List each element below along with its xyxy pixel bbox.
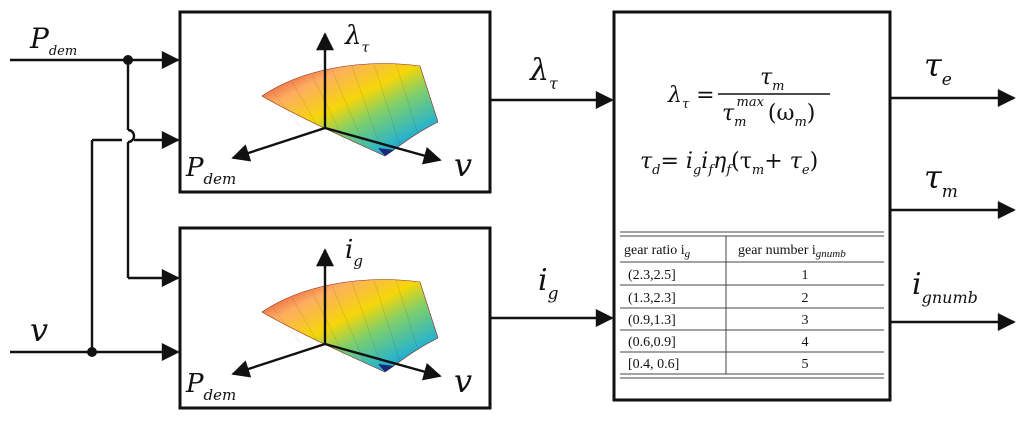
gear-ratio-cell: (1.3,2.3]: [628, 291, 676, 306]
powertrain-block: λτ = τm τmmax(ωm) τd= igifηf(τm+ τe) gea…: [612, 10, 892, 402]
lambda-map-v-label: v: [454, 146, 472, 184]
i-gnumb-output-label: ignumb: [912, 267, 978, 307]
ig-map-block: ig Pdem v: [178, 226, 492, 410]
tau-e-output-label: τe: [924, 46, 952, 90]
lambda-signal-label: λτ: [529, 53, 559, 93]
tau-m-output-label: τm: [924, 158, 958, 202]
gear-number-cell: 5: [802, 357, 809, 372]
gear-number-cell: 1: [802, 268, 809, 283]
lambda-map-pdem-label: Pdem: [185, 153, 236, 188]
lambda-axis-label: λτ: [344, 21, 369, 56]
ig-map-pdem-label: Pdem: [185, 369, 236, 404]
lambda-surface-plot: [231, 32, 442, 165]
input-wires: [10, 51, 180, 361]
gear-ratio-header: gear ratio ig: [624, 243, 691, 260]
gear-ratio-cell: (2.3,2.5]: [628, 268, 676, 283]
lambda-map-block: λτ Pdem v: [178, 10, 492, 194]
intermediate-signals: λτ ig: [490, 53, 614, 327]
gear-table: gear ratio ig gear number ignumb (2.3,2.…: [620, 231, 884, 379]
ig-map-v-label: v: [454, 362, 472, 400]
p-dem-input-label: Pdem: [29, 22, 77, 59]
eq2: τd= igifηf(τm+ τe): [640, 149, 818, 178]
lambda-equation: λτ = τm τmmax(ωm): [667, 65, 830, 130]
ig-surface-plot: [231, 248, 442, 381]
eq1-denominator: τmmax(ωm): [722, 95, 815, 130]
ig-axis-label: ig: [345, 235, 363, 270]
gear-number-header: gear number ignumb: [738, 243, 846, 260]
gear-ratio-cell: (0.6,0.9]: [628, 335, 676, 350]
output-wires: [890, 89, 1016, 331]
input-labels: Pdem v: [29, 22, 77, 349]
gear-number-cell: 2: [802, 291, 809, 306]
gear-number-cell: 4: [802, 335, 809, 350]
v-input-label: v: [30, 311, 48, 349]
eq1-numerator: τm: [760, 65, 785, 94]
gear-ratio-cell: (0.9,1.3]: [628, 313, 676, 328]
gear-number-cell: 3: [802, 313, 809, 328]
torque-equation: τd= igifηf(τm+ τe): [640, 149, 818, 178]
output-labels: τe τm ignumb: [912, 46, 978, 307]
ig-signal-label: ig: [538, 263, 559, 304]
eq1-lhs: λτ =: [667, 83, 715, 112]
gear-ratio-cell: [0.4, 0.6]: [628, 357, 679, 372]
